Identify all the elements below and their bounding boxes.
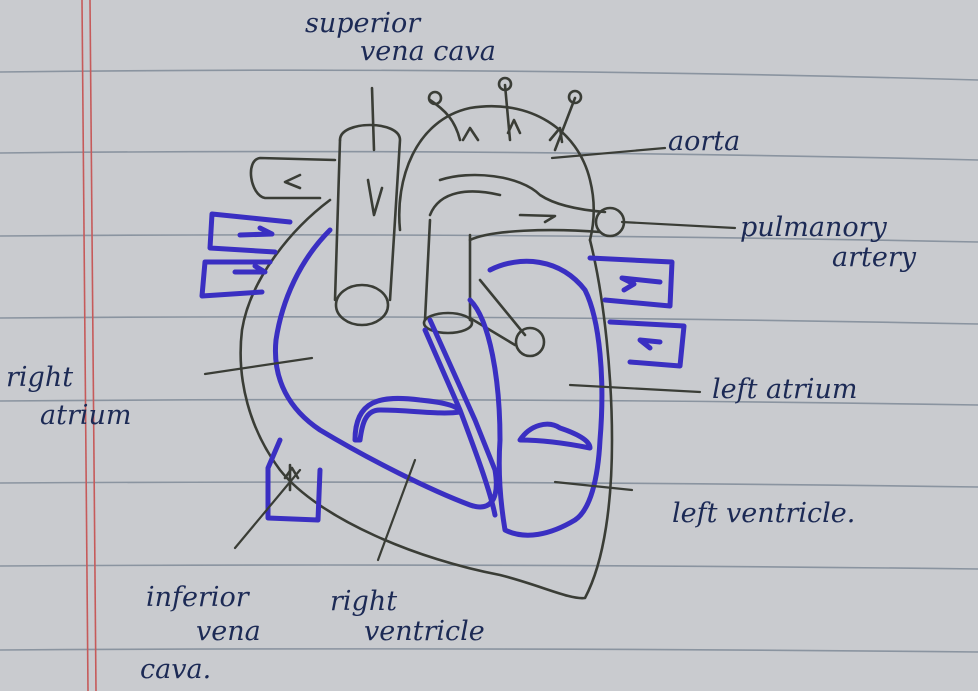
label-pulmonary-line2: artery [832,244,916,271]
label-inferior-line2: vena [196,618,261,645]
ruled-lines [0,70,978,652]
label-superior-line1: superior [305,10,420,37]
leader-lines [205,148,735,560]
label-right-atrium-line2: atrium [40,402,131,429]
label-inferior-line1: inferior [146,584,249,611]
label-right-ventricle-line2: ventricle [364,618,485,645]
margin-lines [82,0,96,691]
label-pulmonary-line1: pulmanory [740,214,887,241]
leader-left-atrium [570,385,700,392]
label-left-atrium: left atrium [712,376,858,403]
leader-right-atrium [205,358,312,374]
label-inferior-line3: cava. [140,656,211,683]
label-left-ventricle: left ventricle. [672,500,855,527]
label-superior-line2: vena cava [360,38,496,65]
label-right-ventricle-line1: right [330,588,397,615]
leader-pulmonary [622,222,735,228]
label-right-atrium-line1: right [6,364,73,391]
label-aorta: aorta [668,128,740,155]
